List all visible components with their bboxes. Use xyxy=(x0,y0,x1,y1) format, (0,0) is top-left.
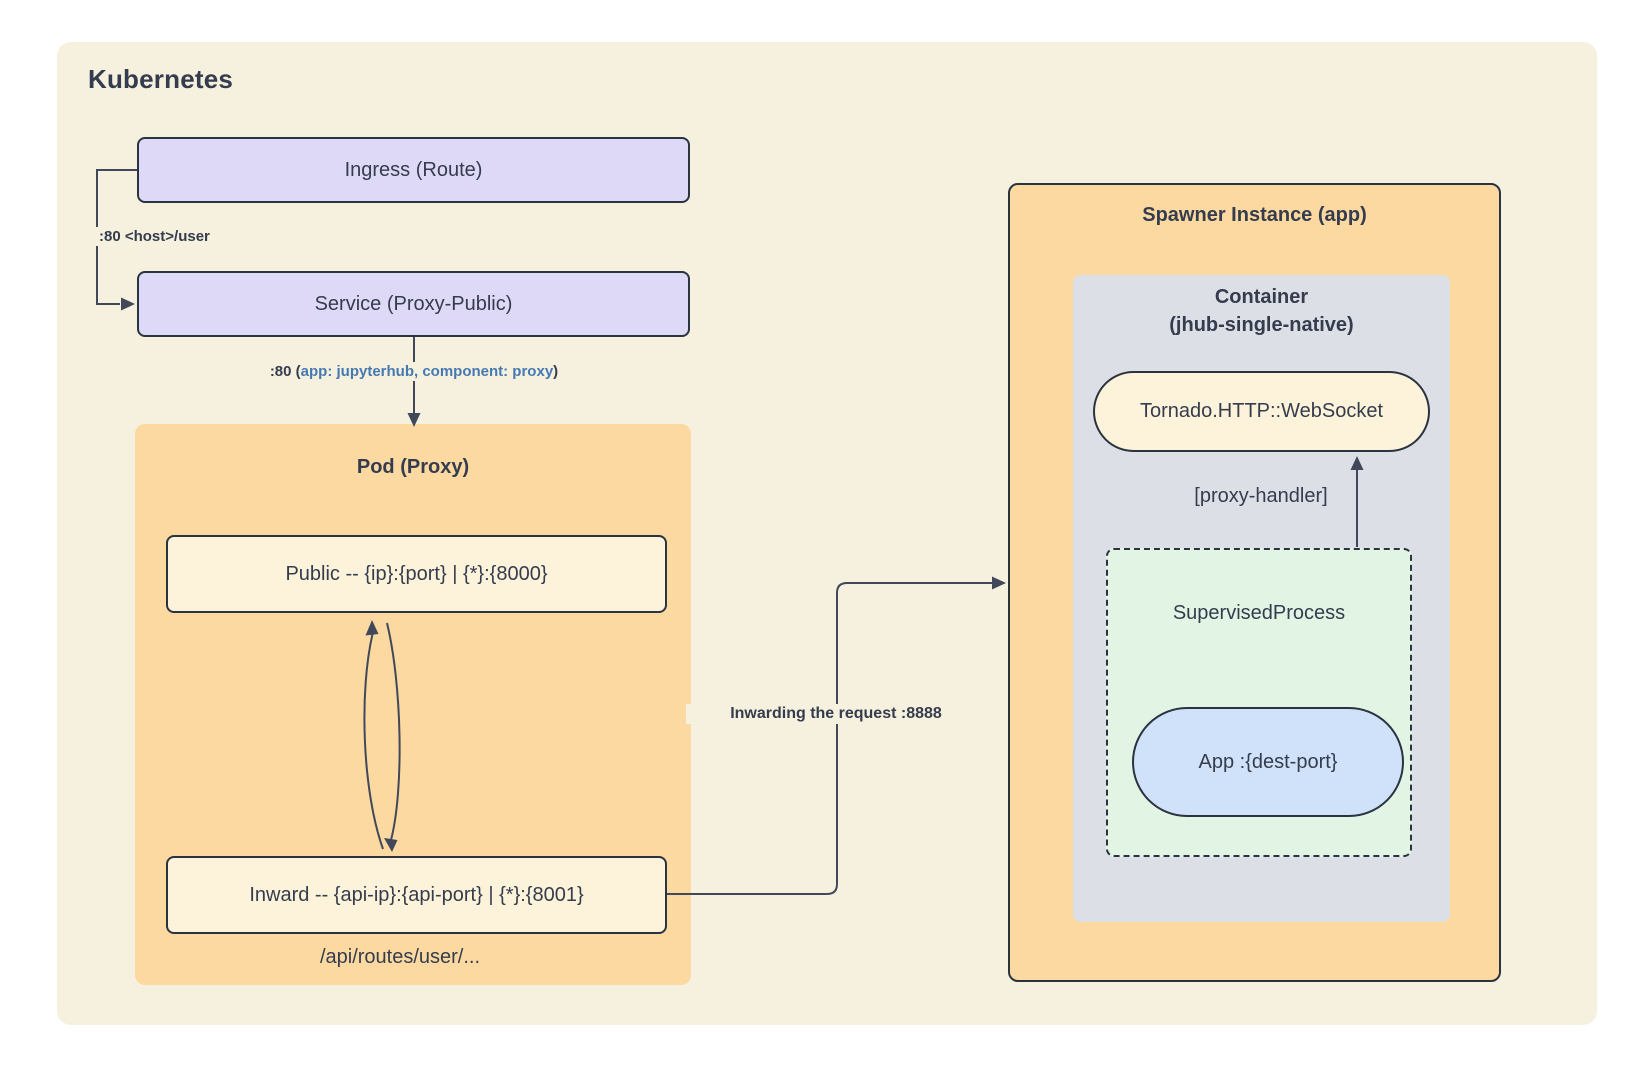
proxy-handler-label: [proxy-handler] xyxy=(1194,485,1328,507)
edge-label-host-user: :80 <host>/user xyxy=(96,227,213,246)
node-tornado-websocket: Tornado.HTTP::WebSocket xyxy=(1093,371,1430,452)
node-ingress-label: Ingress (Route) xyxy=(344,158,483,181)
node-inward: Inward -- {api-ip}:{api-port} | {*}:{800… xyxy=(166,856,667,934)
node-service-label: Service (Proxy-Public) xyxy=(314,292,513,315)
node-app-dest-port: App :{dest-port} xyxy=(1132,707,1404,817)
supervised-process-title: SupervisedProcess xyxy=(1172,602,1346,624)
edge-label-selector: :80 (app: jupyterhub, component: proxy) xyxy=(263,362,565,381)
node-app-label: App :{dest-port} xyxy=(1198,750,1338,773)
edge-label-selector-suffix: ) xyxy=(553,363,559,380)
container-title-line1: Container xyxy=(1214,286,1309,308)
container-title: Container (jhub-single-native) xyxy=(1073,283,1450,339)
node-tornado-label: Tornado.HTTP::WebSocket xyxy=(1139,400,1384,422)
node-service: Service (Proxy-Public) xyxy=(137,271,690,337)
container-title-line2: (jhub-single-native) xyxy=(1169,314,1354,336)
edge-label-selector-blue: app: jupyterhub, component: proxy xyxy=(300,363,554,380)
api-routes-note: /api/routes/user/... xyxy=(319,946,481,968)
pod-title: Pod (Proxy) xyxy=(356,456,470,478)
node-public-label: Public -- {ip}:{port} | {*}:{8000} xyxy=(285,562,548,585)
spawner-title: Spawner Instance (app) xyxy=(1142,204,1367,226)
edge-label-inwarding-request: Inwarding the request :8888 xyxy=(686,704,986,724)
node-ingress: Ingress (Route) xyxy=(137,137,690,203)
diagram-title: Kubernetes xyxy=(88,64,234,94)
node-inward-label: Inward -- {api-ip}:{api-port} | {*}:{800… xyxy=(249,883,584,906)
edge-label-selector-prefix: :80 ( xyxy=(269,363,301,380)
node-public: Public -- {ip}:{port} | {*}:{8000} xyxy=(166,535,667,613)
